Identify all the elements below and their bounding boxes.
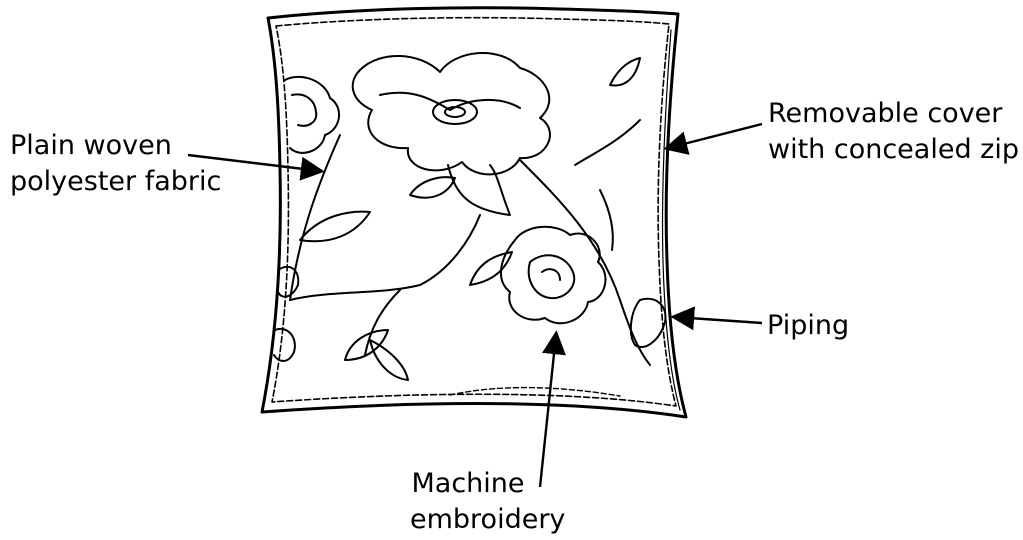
callout-fabric-line-1: Plain woven	[10, 128, 221, 164]
callout-piping: Piping	[767, 308, 849, 344]
leader-embroidery	[540, 335, 556, 487]
callout-fabric: Plain woven polyester fabric	[10, 128, 221, 200]
floral-embroidery	[274, 53, 665, 380]
callout-cover-line-1: Removable cover	[768, 96, 1019, 132]
cushion-outline	[262, 8, 686, 417]
callout-embroidery-line-2: embroidery	[410, 502, 550, 538]
leader-lines	[188, 124, 762, 487]
callout-piping-line-1: Piping	[767, 308, 849, 344]
leader-piping	[675, 317, 762, 323]
callout-cover-line-2: with concealed zip	[768, 132, 1019, 168]
callout-embroidery-line-1: Machine	[386, 466, 550, 502]
callout-fabric-line-2: polyester fabric	[10, 164, 221, 200]
leader-cover	[668, 124, 762, 148]
callout-embroidery: Machine embroidery	[410, 466, 550, 538]
callout-cover: Removable cover with concealed zip	[768, 96, 1019, 168]
